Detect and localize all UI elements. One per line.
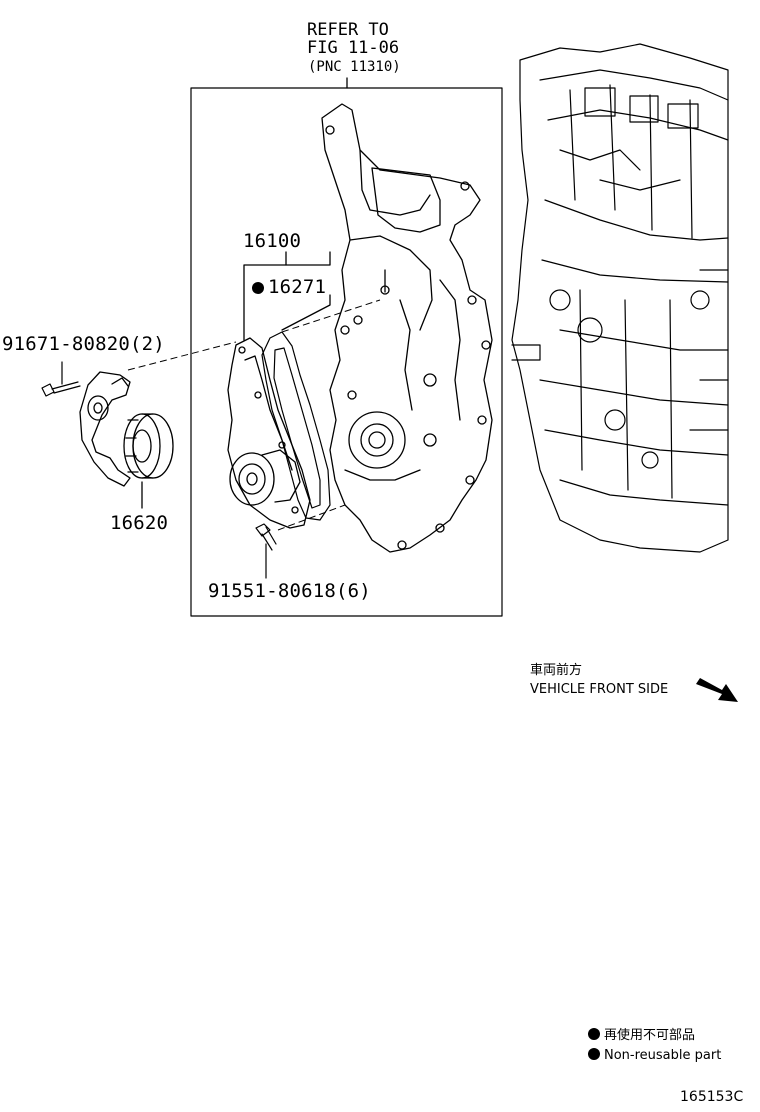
part-number-gasket-text: 16271: [268, 276, 327, 298]
legend-text-en: Non-reusable part: [604, 1048, 722, 1063]
bolt-bottom-icon: [255, 523, 277, 579]
part-number-assembly[interactable]: 16100: [243, 230, 302, 252]
legend-row-en: Non-reusable part: [588, 1048, 721, 1062]
refer-line-1: REFER TO: [307, 20, 389, 40]
legend-dot-icon: [588, 1028, 600, 1040]
refer-line-3: (PNC 11310): [308, 59, 401, 75]
part-number-bolt-top[interactable]: 91671-80820(2): [2, 333, 165, 355]
part-number-gasket[interactable]: 16271: [252, 278, 326, 297]
direction-label-en: VEHICLE FRONT SIDE: [530, 682, 669, 697]
water-pump-assembly: [227, 337, 311, 529]
water-pump-gasket: [261, 331, 331, 521]
assembly-bracket: [243, 251, 331, 341]
front-direction-arrow-icon: [696, 678, 738, 702]
reference-box: [190, 87, 503, 617]
timing-chain-cover: [321, 103, 493, 553]
bolt-top-icon: [41, 361, 81, 397]
tensioner-assembly: [79, 371, 174, 509]
direction-label-jp: 車両前方: [530, 663, 583, 678]
alignment-lines: [127, 299, 381, 531]
legend-row-jp: 再使用不可部品: [588, 1028, 695, 1042]
legend-dot-icon: [588, 1048, 600, 1060]
part-number-bolt-bottom[interactable]: 91551-80618(6): [208, 580, 371, 602]
legend-text-jp: 再使用不可部品: [604, 1028, 696, 1043]
non-reusable-marker: [252, 282, 264, 294]
engine-block: [511, 43, 729, 553]
gasket-leader: [281, 294, 331, 331]
figure-code: 165153C: [680, 1089, 744, 1105]
part-number-tensioner[interactable]: 16620: [110, 512, 169, 534]
refer-line-2: FIG 11-06: [307, 38, 400, 58]
